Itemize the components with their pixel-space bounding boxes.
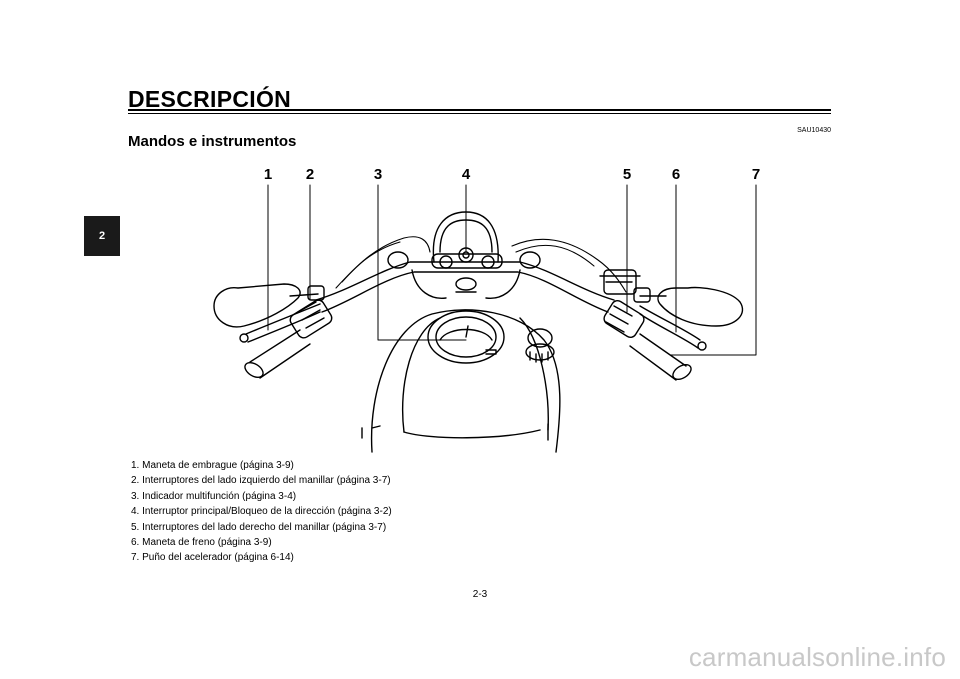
legend-item: 4. Interruptor principal/Bloqueo de la d… [131, 506, 392, 518]
left-controls [213, 283, 333, 379]
callout-3: 3 [373, 166, 383, 183]
legend-item: 3. Indicador multifunción (página 3-4) [131, 490, 297, 502]
handlebar-illustration [213, 184, 757, 453]
chapter-title: DESCRIPCIÓN [128, 86, 292, 112]
callout-4: 4 [461, 166, 471, 183]
legend-item: 7. Puño del acelerador (página 6-14) [131, 552, 294, 564]
legend-item: 5. Interruptores del lado derecho del ma… [131, 521, 387, 533]
fuel-tank [361, 309, 561, 453]
callout-6: 6 [671, 166, 681, 183]
callout-7: 7 [751, 166, 761, 183]
title-rule-thin [128, 113, 831, 114]
handlebar-bar [315, 251, 615, 313]
leader-lines [267, 184, 757, 356]
legend-item: 1. Maneta de embrague (página 3-9) [131, 460, 294, 471]
right-controls [599, 269, 744, 381]
headlight-clamp [411, 211, 521, 299]
legend-item: 6. Maneta de freno (página 3-9) [131, 537, 272, 549]
section-title: Mandos e instrumentos [128, 133, 297, 150]
callout-5: 5 [622, 166, 632, 183]
page-number: 2-3 [472, 589, 488, 600]
chapter-tab-number: 2 [98, 230, 106, 242]
watermark: carmanualsonline.info [688, 642, 946, 672]
chapter-tab: 2 [84, 216, 120, 256]
callout-1: 1 [263, 166, 273, 183]
figure-legend: 1. Maneta de embrague (página 3-9) 2. In… [131, 458, 392, 566]
title-rule [128, 109, 831, 111]
legend-item: 2. Interruptores del lado izquierdo del … [131, 475, 391, 487]
section-code: SAU10430 [797, 127, 831, 134]
callout-2: 2 [305, 166, 315, 183]
